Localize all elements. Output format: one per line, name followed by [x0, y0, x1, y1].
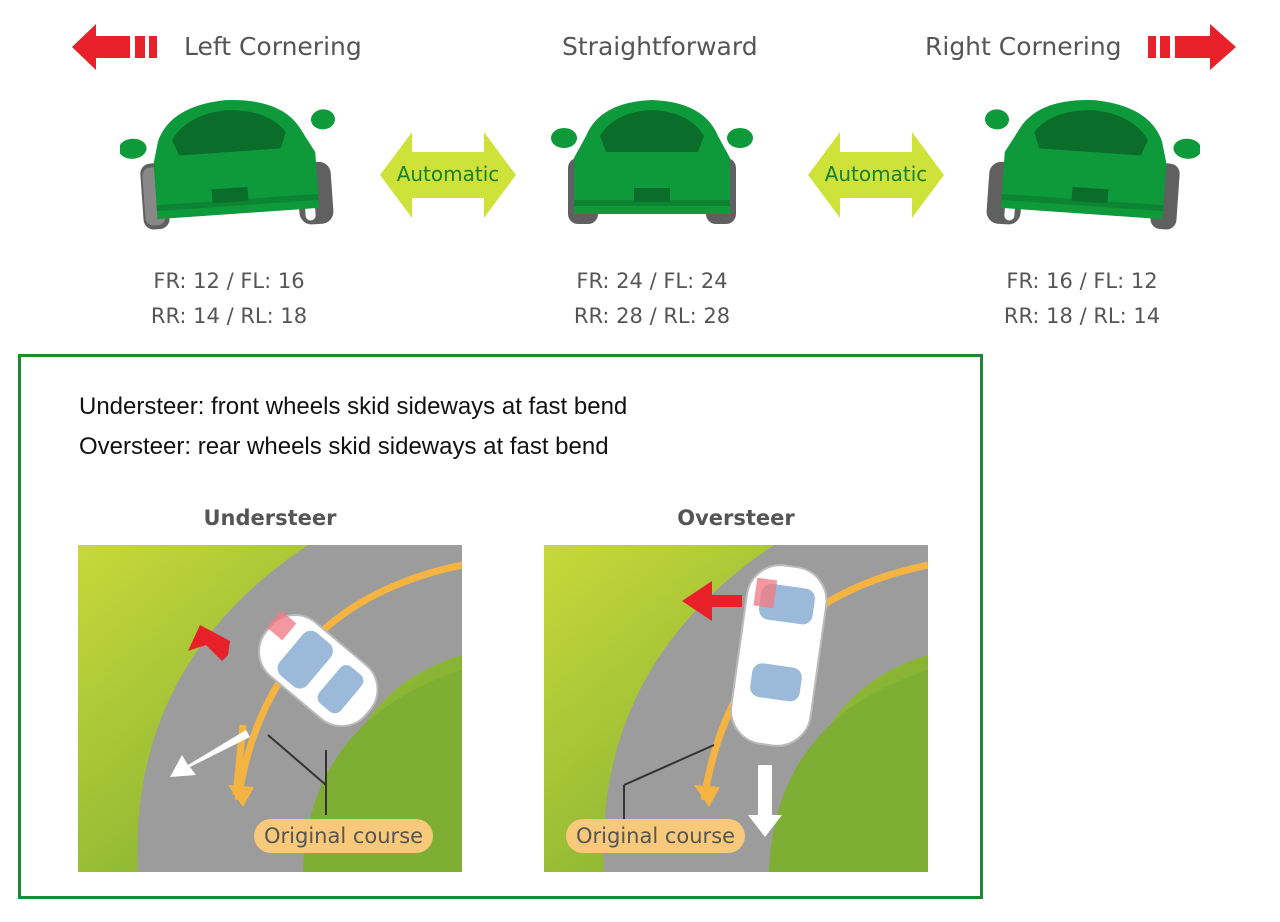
double-arrow-icon — [808, 132, 944, 218]
steer-explanation-panel: Understeer: front wheels skid sideways a… — [18, 354, 983, 899]
left-direction-arrow-icon — [72, 24, 157, 70]
double-arrow-icon — [380, 132, 516, 218]
oversteer-scene-icon — [544, 545, 928, 872]
rear-pressure: RR: 14 / RL: 18 — [150, 304, 308, 328]
heading-straightforward: Straightforward — [562, 32, 758, 61]
oversteer-title: Oversteer — [677, 506, 795, 530]
understeer-definition: Understeer: front wheels skid sideways a… — [79, 393, 628, 420]
original-course-label: Original course — [254, 819, 434, 853]
right-direction-arrow-icon — [1148, 24, 1236, 70]
heading-left-cornering: Left Cornering — [184, 32, 362, 61]
front-pressure: FR: 24 / FL: 24 — [576, 269, 728, 293]
automatic-label: Automatic — [824, 162, 928, 186]
front-pressure: FR: 12 / FL: 16 — [153, 269, 305, 293]
oversteer-illustration: Original course — [544, 545, 928, 872]
understeer-title: Understeer — [203, 506, 337, 530]
heading-right-cornering: Right Cornering — [925, 32, 1122, 61]
front-pressure: FR: 16 / FL: 12 — [1006, 269, 1158, 293]
pressure-readout-left: FR: 12 / FL: 16 RR: 14 / RL: 18 — [99, 264, 359, 334]
car-straightforward-icon — [551, 100, 753, 224]
pressure-readout-center: FR: 24 / FL: 24 RR: 28 / RL: 28 — [522, 264, 782, 334]
car-right-cornering-icon — [985, 100, 1200, 230]
automatic-label: Automatic — [396, 162, 500, 186]
car-left-cornering-icon — [120, 100, 335, 230]
rear-pressure: RR: 28 / RL: 28 — [573, 304, 731, 328]
automatic-arrow-left: Automatic — [380, 132, 516, 218]
pressure-readout-right: FR: 16 / FL: 12 RR: 18 / RL: 14 — [952, 264, 1212, 334]
understeer-illustration: Original course — [78, 545, 462, 872]
original-course-label: Original course — [566, 819, 746, 853]
automatic-arrow-right: Automatic — [808, 132, 944, 218]
oversteer-definition: Oversteer: rear wheels skid sideways at … — [79, 433, 609, 460]
rear-pressure: RR: 18 / RL: 14 — [1003, 304, 1161, 328]
